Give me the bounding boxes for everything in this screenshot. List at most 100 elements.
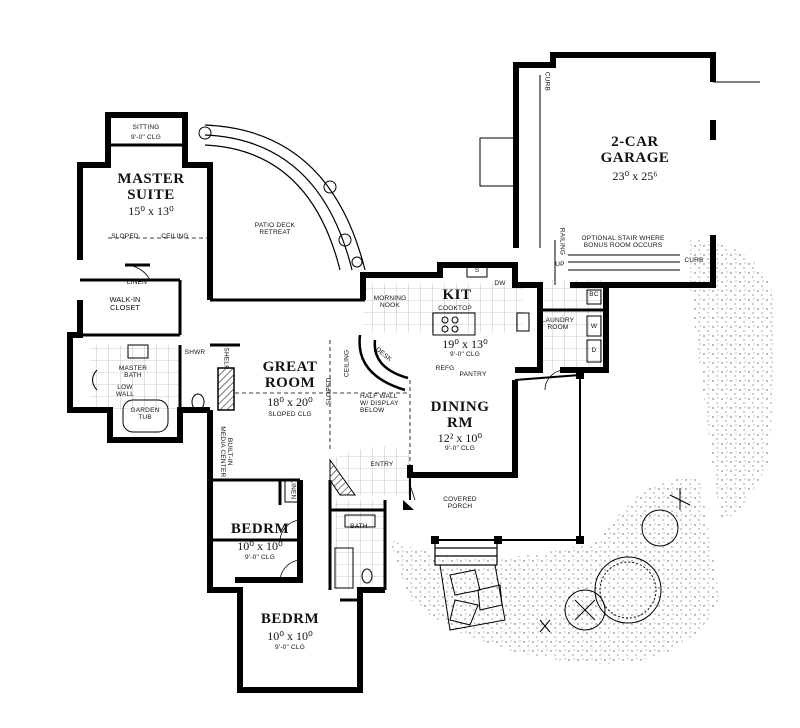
half-wall-label-line1: HALF WALL bbox=[360, 393, 398, 400]
porch-outline bbox=[409, 371, 584, 544]
dining-clg: 9'-0" CLG bbox=[445, 445, 475, 452]
door-swings bbox=[124, 264, 566, 581]
ceiling-dashed-lines bbox=[108, 237, 411, 465]
master-bath-label-line2: BATH bbox=[124, 371, 142, 379]
dining-name-line2: RM bbox=[447, 414, 473, 431]
bath-label: BATH bbox=[350, 523, 368, 530]
kitchen-bar bbox=[358, 334, 409, 392]
kitchen-clg: 9'-0" CLG bbox=[450, 351, 480, 358]
media-center-label-line2: MEDIA CENTER bbox=[219, 426, 226, 478]
bedroom1-clg: 9'-0" CLG bbox=[245, 554, 275, 561]
bedroom2-name: BEDRM bbox=[260, 611, 320, 627]
great-room-sloped-label: SLOPED bbox=[325, 377, 333, 406]
dryer-label: D bbox=[591, 347, 597, 354]
pantry-label: PANTRY bbox=[459, 371, 487, 378]
low-wall-label-line2: WALL bbox=[115, 390, 135, 398]
bedroom2-dims: 10⁰ x 10⁰ bbox=[267, 629, 313, 643]
dining-dims: 12² x 10⁰ bbox=[437, 431, 483, 445]
great-room-dims: 18⁰ x 20⁰ bbox=[267, 395, 313, 409]
great-room-ceiling-label: CEILING bbox=[343, 349, 351, 378]
linen-label-bedroom: LINEN bbox=[289, 479, 297, 500]
linen-label: LINEN bbox=[126, 279, 148, 286]
kitchen-dims: 19⁰ x 13⁰ bbox=[442, 337, 488, 351]
up-label: UP bbox=[555, 261, 565, 268]
garage-name-line2: GARAGE bbox=[600, 149, 670, 166]
entry-label: ENTRY bbox=[370, 461, 394, 468]
bedroom1-name: BEDRM bbox=[230, 521, 290, 537]
entry-arrow-icon bbox=[403, 500, 414, 510]
half-wall-label-line3: BELOW bbox=[360, 406, 385, 414]
garage-name-line1: 2-CAR bbox=[611, 134, 659, 150]
interior-walls bbox=[80, 143, 606, 602]
master-bath-label-line1: MASTER bbox=[118, 365, 148, 372]
master-suite-dims: 15⁰ x 13⁰ bbox=[128, 204, 174, 218]
master-suite-name-line2: SUITE bbox=[127, 186, 175, 203]
refg-label: REFG bbox=[435, 365, 455, 372]
half-wall-label-line2: W/ DISPLAY bbox=[360, 399, 399, 407]
sloped-label: SLOPED bbox=[111, 233, 139, 240]
exterior-walls bbox=[67, 52, 716, 693]
laundry-label-line1: LAUNDRY bbox=[541, 317, 575, 324]
covered-porch-label-line2: PORCH bbox=[447, 502, 473, 510]
garden-tub-label-line2: TUB bbox=[138, 413, 152, 421]
master-suite-name-line1: MASTER bbox=[117, 171, 185, 187]
shwr-label: SHWR bbox=[184, 349, 206, 356]
curb-label-top: CURB bbox=[543, 71, 551, 92]
patio-deck-arcs bbox=[204, 124, 366, 271]
kitchen-name: KIT bbox=[442, 287, 472, 303]
great-room-name-line2: ROOM bbox=[264, 374, 316, 391]
optional-stair-label-line1: OPTIONAL STAIR WHERE bbox=[581, 235, 665, 242]
morning-nook-label-line2: NOOK bbox=[380, 301, 400, 309]
washer-label: W bbox=[590, 323, 598, 330]
bedroom2-clg: 9'-0" CLG bbox=[275, 644, 305, 651]
cooktop-label: COOKTOP bbox=[438, 305, 472, 312]
sitting-clg-label: 9'-0" CLG bbox=[131, 134, 161, 141]
fixtures bbox=[92, 264, 602, 589]
ceiling-label: CEILING bbox=[161, 233, 189, 240]
dining-name-line1: DINING bbox=[430, 399, 490, 415]
garage-details bbox=[479, 75, 760, 285]
patio-label-line2: RETREAT bbox=[259, 228, 291, 236]
entry-wall-hatch bbox=[329, 458, 356, 496]
dw-label: DW bbox=[494, 280, 506, 287]
landscape-plants bbox=[198, 126, 691, 633]
stone-walkway bbox=[439, 564, 506, 631]
covered-porch-label-line1: COVERED bbox=[443, 496, 477, 503]
laundry-label-line2: ROOM bbox=[547, 323, 569, 331]
great-room-name-line1: GREAT bbox=[262, 359, 318, 375]
garage-dims: 23⁰ x 25⁶ bbox=[612, 169, 658, 183]
fireplace bbox=[217, 367, 235, 411]
low-wall-label-line1: LOW bbox=[117, 384, 133, 391]
great-room-note: SLOPED CLG bbox=[268, 411, 312, 418]
tile-floors bbox=[90, 280, 610, 590]
shelf-label: SHELF bbox=[222, 347, 230, 370]
bc-label: BC bbox=[589, 291, 599, 298]
curb-label-bottom: CURB bbox=[684, 257, 704, 264]
morning-nook-label-line1: MORNING bbox=[373, 295, 407, 302]
media-center-label-line1: BUILT-IN bbox=[225, 437, 233, 466]
patio-label-line1: PATIO DECK bbox=[254, 222, 296, 229]
optional-stair-label-line2: BONUS ROOM OCCURS bbox=[583, 241, 663, 249]
sink-label: S bbox=[474, 267, 480, 274]
walkin-closet-label-line1: WALK-IN bbox=[109, 295, 141, 304]
garden-tub-label-line1: GARDEN bbox=[130, 407, 160, 414]
sitting-label: SITTING bbox=[132, 124, 160, 131]
walkin-closet-label-line2: CLOSET bbox=[109, 302, 140, 312]
bedroom1-dims: 10⁰ x 10⁰ bbox=[237, 539, 283, 553]
railing-label: RAILING bbox=[558, 227, 566, 256]
